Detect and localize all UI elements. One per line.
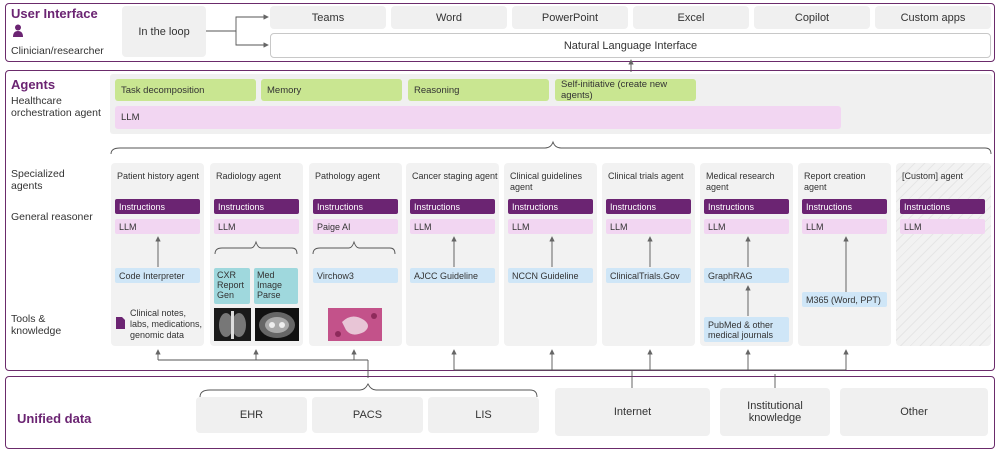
agent-radiology: Radiology agent Instructions LLM CXR Rep… [210, 163, 303, 346]
capability-reasoning: Reasoning [408, 79, 549, 101]
agent-name: Radiology agent [216, 171, 282, 181]
app-word[interactable]: Word [391, 6, 507, 29]
tool-m365: M365 (Word, PPT) [802, 292, 887, 307]
specialized-agents-label: Specialized agents [11, 168, 65, 192]
agent-name: [Custom] agent [902, 171, 964, 181]
agent-name: Clinical trials agent [608, 171, 684, 181]
chest-xray-image [214, 308, 251, 341]
tool-code-interpreter: Code Interpreter [115, 268, 200, 283]
tool-cxr-report-gen: CXR Report Gen [214, 268, 250, 304]
orchestration-label: Healthcare orchestration agent [11, 95, 101, 119]
instructions-block: Instructions [115, 199, 200, 214]
agent-medical-research: Medical research agent Instructions LLM … [700, 163, 793, 346]
llm-block: LLM [115, 219, 200, 234]
agent-name: Medical research agent [706, 171, 775, 192]
agent-clinical-guidelines: Clinical guidelines agent Instructions L… [504, 163, 597, 346]
tool-med-image-parse: Med Image Parse [254, 268, 298, 304]
llm-block: LLM [508, 219, 593, 234]
tool-graphrag: GraphRAG [704, 268, 789, 283]
llm-block: LLM [214, 219, 299, 234]
instructions-block: Instructions [313, 199, 398, 214]
llm-block: Paige AI [313, 219, 398, 234]
agent-patient-history: Patient history agent Instructions LLM C… [111, 163, 204, 346]
tool-pubmed-journals: PubMed & other medical journals [704, 317, 789, 342]
llm-block: LLM [704, 219, 789, 234]
general-reasoner-label: General reasoner [11, 211, 93, 223]
llm-block: LLM [410, 219, 495, 234]
agent-cancer-staging: Cancer staging agent Instructions LLM AJ… [406, 163, 499, 346]
source-internet[interactable]: Internet [555, 388, 710, 436]
tool-ajcc-guideline: AJCC Guideline [410, 268, 495, 283]
user-icon [13, 24, 23, 38]
llm-block: LLM [900, 219, 985, 234]
agent-name: Patient history agent [117, 171, 200, 181]
source-other[interactable]: Other [840, 388, 988, 436]
app-teams[interactable]: Teams [270, 6, 386, 29]
tool-nccn-guideline: NCCN Guideline [508, 268, 593, 283]
agent-custom: [Custom] agent Instructions LLM [896, 163, 991, 346]
capability-self-initiative: Self-initiative (create new agents) [555, 79, 696, 101]
source-pacs[interactable]: PACS [312, 397, 423, 433]
agent-name: Report creation agent [804, 171, 866, 192]
app-powerpoint[interactable]: PowerPoint [512, 6, 628, 29]
agent-pathology: Pathology agent Instructions Paige AI Vi… [309, 163, 402, 346]
clinical-notes-text: Clinical notes, labs, medications, genom… [130, 308, 203, 340]
tool-clinicaltrials-gov: ClinicalTrials.Gov [606, 268, 691, 283]
app-copilot[interactable]: Copilot [754, 6, 870, 29]
app-excel[interactable]: Excel [633, 6, 749, 29]
instructions-block: Instructions [214, 199, 299, 214]
in-the-loop-box: In the loop [122, 6, 206, 57]
source-institutional-knowledge[interactable]: Institutional knowledge [720, 388, 830, 436]
nl-interface-box[interactable]: Natural Language Interface [270, 33, 991, 58]
source-ehr[interactable]: EHR [196, 397, 307, 433]
instructions-block: Instructions [704, 199, 789, 214]
source-lis[interactable]: LIS [428, 397, 539, 433]
instructions-block: Instructions [802, 199, 887, 214]
pathology-slide-image [328, 308, 382, 341]
agent-name: Cancer staging agent [412, 171, 498, 181]
agents-title: Agents [11, 77, 56, 92]
tool-virchow3: Virchow3 [313, 268, 398, 283]
app-custom[interactable]: Custom apps [875, 6, 991, 29]
agent-name: Clinical guidelines agent [510, 171, 583, 192]
orchestration-llm: LLM [115, 106, 841, 129]
llm-block: LLM [606, 219, 691, 234]
agent-clinical-trials: Clinical trials agent Instructions LLM C… [602, 163, 695, 346]
user-interface-title: User Interface [11, 6, 98, 21]
llm-block: LLM [802, 219, 887, 234]
agent-report-creation: Report creation agent Instructions LLM M… [798, 163, 891, 346]
capability-memory: Memory [261, 79, 402, 101]
tools-knowledge-label: Tools & knowledge [11, 313, 62, 337]
capability-task-decomposition: Task decomposition [115, 79, 256, 101]
instructions-block: Instructions [606, 199, 691, 214]
instructions-block: Instructions [508, 199, 593, 214]
unified-data-title: Unified data [17, 411, 92, 426]
clinician-label: Clinician/researcher [11, 45, 104, 57]
ct-scan-image [255, 308, 299, 341]
document-icon [116, 316, 125, 329]
instructions-block: Instructions [410, 199, 495, 214]
agent-name: Pathology agent [315, 171, 381, 181]
instructions-block: Instructions [900, 199, 985, 214]
